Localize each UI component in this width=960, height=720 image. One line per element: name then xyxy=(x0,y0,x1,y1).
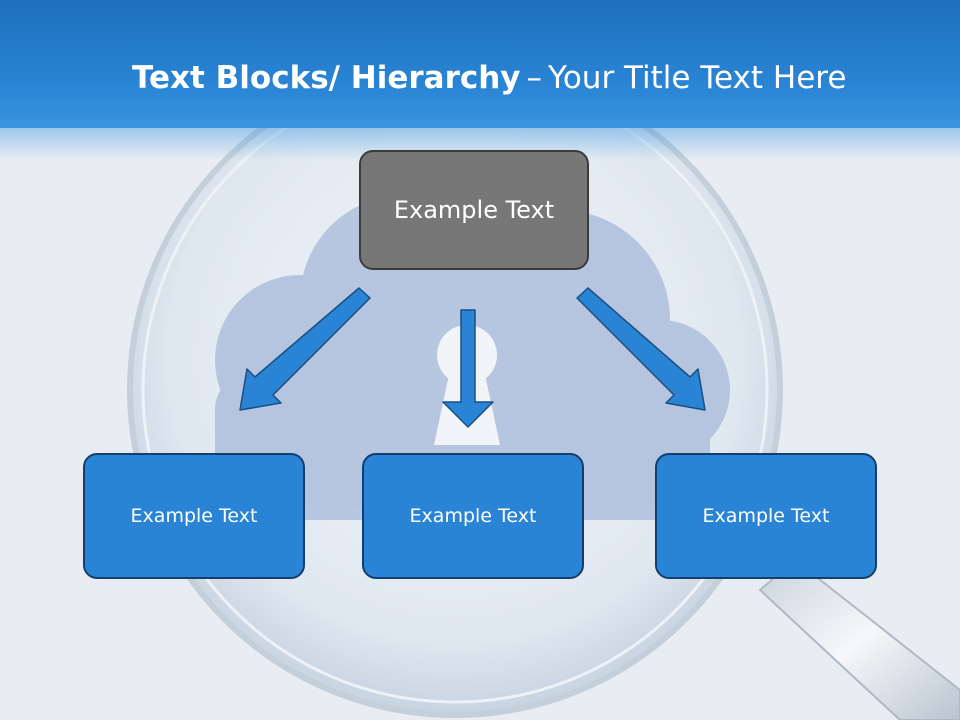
title-separator: – xyxy=(526,60,543,96)
title-bar xyxy=(0,0,960,128)
arrow-middle xyxy=(442,309,494,428)
slide-title: Text Blocks/ Hierarchy–Your Title Text H… xyxy=(132,56,932,100)
title-rest: Your Title Text Here xyxy=(548,60,847,96)
title-bold: Text Blocks/ Hierarchy xyxy=(132,60,521,96)
child-text-block-3: Example Text xyxy=(655,453,877,579)
child-text-block-1: Example Text xyxy=(83,453,305,579)
top-text-block: Example Text xyxy=(359,150,589,270)
arrow-right xyxy=(576,287,706,411)
child-text-block-2: Example Text xyxy=(362,453,584,579)
arrow-left xyxy=(239,287,371,411)
